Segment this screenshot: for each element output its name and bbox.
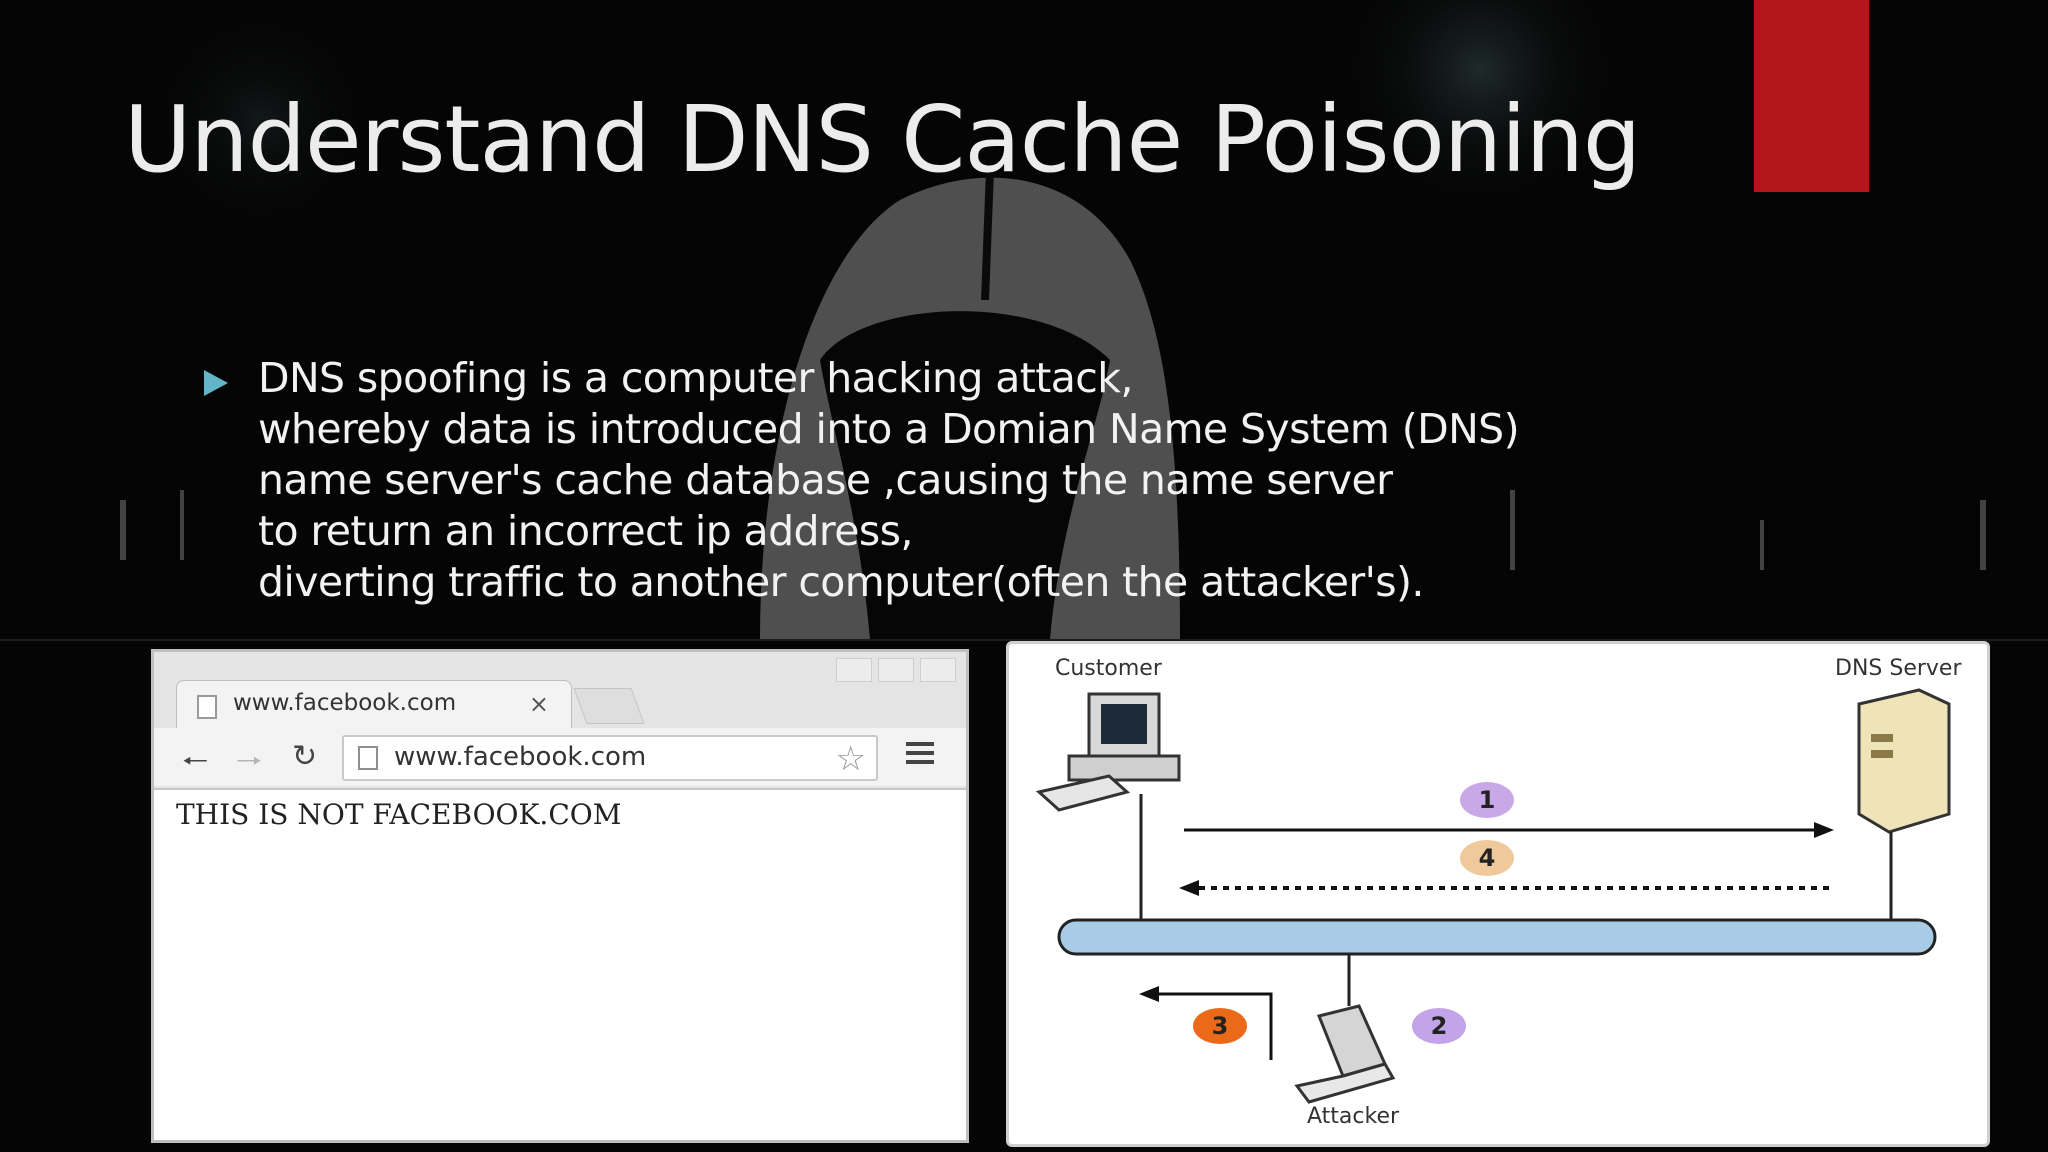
close-icon: × [528, 690, 549, 718]
window-controls [836, 658, 956, 684]
dns-poisoning-diagram: Customer DNS Server Attacker 1 4 3 2 [1006, 641, 1990, 1147]
page-content-text: THIS IS NOT FACEBOOK.COM [176, 798, 622, 831]
star-icon: ☆ [835, 739, 866, 779]
navigation-row: 🠐 🠒 ↻ www.facebook.com ☆ [154, 728, 966, 786]
customer-computer-icon [1035, 692, 1181, 812]
forward-icon: 🠒 [236, 744, 263, 779]
attacker-label: Attacker [1307, 1104, 1400, 1129]
bullet-line: DNS spoofing is a computer hacking attac… [258, 354, 1133, 402]
bullet-text: DNS spoofing is a computer hacking attac… [258, 353, 1520, 608]
dns-server-label: DNS Server [1835, 656, 1962, 681]
dns-server-icon [1857, 688, 1951, 834]
reload-icon: ↻ [292, 739, 318, 774]
diagram-drawing [1035, 688, 1951, 1104]
address-bar: www.facebook.com ☆ [342, 735, 878, 781]
step-badge-4: 4 [1460, 840, 1514, 876]
bullet-line: diverting traffic to another computer(of… [258, 558, 1424, 606]
tab-title: www.facebook.com [233, 690, 457, 716]
maximize-icon [878, 658, 914, 682]
minimize-icon [836, 658, 872, 682]
page-icon [197, 695, 217, 719]
window-close-icon [920, 658, 956, 682]
browser-chrome: www.facebook.com × 🠐 🠒 ↻ www.facebook.co… [154, 652, 966, 790]
menu-icon [906, 742, 934, 769]
bullet-line: whereby data is introduced into a Domian… [258, 405, 1520, 453]
slide-title: Understand DNS Cache Poisoning [124, 86, 1641, 193]
accent-bar [1754, 0, 1869, 192]
step-badge-3: 3 [1193, 1008, 1247, 1044]
browser-tab: www.facebook.com × [176, 680, 572, 728]
fake-browser-screenshot: www.facebook.com × 🠐 🠒 ↻ www.facebook.co… [151, 649, 969, 1143]
bullet-arrow-icon [204, 370, 228, 396]
page-icon [358, 746, 378, 770]
step-badge-2: 2 [1412, 1008, 1466, 1044]
new-tab-button [573, 688, 645, 724]
attacker-laptop-icon [1294, 1004, 1396, 1104]
bullet-line: name server's cache database ,causing th… [258, 456, 1393, 504]
customer-label: Customer [1055, 656, 1162, 681]
step-badge-1: 1 [1460, 782, 1514, 818]
bullet-line: to return an incorrect ip address, [258, 507, 913, 555]
address-text: www.facebook.com [394, 742, 647, 772]
back-icon: 🠐 [182, 744, 209, 779]
